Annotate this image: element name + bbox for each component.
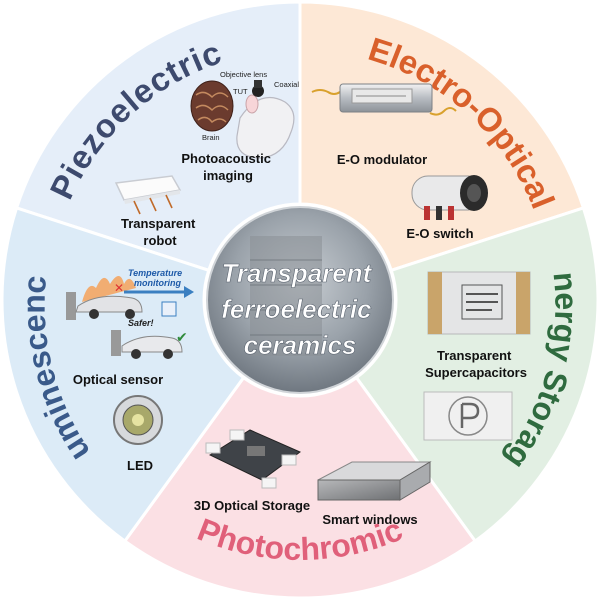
building-image xyxy=(250,236,322,356)
transparent-robot-label: Transparent robot xyxy=(121,216,199,248)
led-illustration xyxy=(113,395,163,445)
brain-label: Brain xyxy=(202,133,220,142)
photoacoustic-illustration: Objective lens TUT Coaxial Brain xyxy=(190,70,299,159)
coaxial-label: Coaxial xyxy=(274,80,299,89)
transparent-robot-illustration xyxy=(114,175,182,215)
led-label: LED xyxy=(127,458,153,473)
optical-sensor-label: Optical sensor xyxy=(73,372,163,387)
objective-lens-label: Objective lens xyxy=(220,70,267,79)
smart-window-label: Smart windows xyxy=(322,512,417,527)
safer-label: Safer! xyxy=(128,318,154,328)
supercapacitor-logo-illustration xyxy=(423,391,513,441)
smart-window-illustration xyxy=(317,461,432,501)
supercapacitor-label: Transparent Supercapacitors xyxy=(425,348,527,380)
optical-storage-label: 3D Optical Storage xyxy=(194,498,310,513)
supercapacitor-illustration xyxy=(427,271,531,335)
photoacoustic-label: Photoacoustic imaging xyxy=(181,151,274,183)
center-disc: Transparent ferroelectric ceramics xyxy=(203,203,397,397)
cross-icon: ✕ xyxy=(114,281,124,295)
eo-switch-label: E-O switch xyxy=(406,226,473,241)
optical-storage-illustration xyxy=(205,429,301,489)
eo-modulator-label: E-O modulator xyxy=(337,152,427,167)
center-title: Transparent ferroelectric ceramics xyxy=(221,258,379,360)
temperature-monitoring-label: Temperature monitoring xyxy=(128,268,185,288)
eo-modulator-illustration xyxy=(311,83,457,116)
check-icon: ✔ xyxy=(176,329,188,345)
optical-sensor-illustration: ✕ Temperature monitoring Safer! ✔ xyxy=(66,268,194,359)
brain-image xyxy=(190,80,234,132)
tut-label: TUT xyxy=(233,87,248,96)
eo-switch-illustration xyxy=(411,175,488,220)
